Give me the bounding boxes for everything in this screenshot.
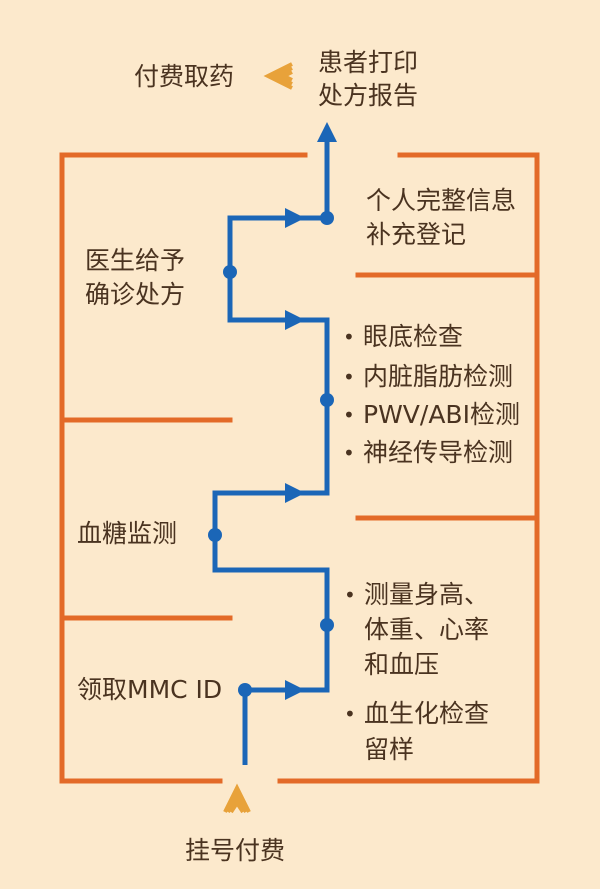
arrow-head-exam (285, 310, 305, 330)
blood-item: 血生化检查 (344, 696, 489, 732)
node-info (320, 211, 334, 225)
print-report-label-line2: 处方报告 (318, 81, 419, 110)
patient-flow-path (212, 138, 330, 765)
measure-item-continued: 体重、心率 (364, 615, 490, 644)
exam-item: 内脏脂肪检测 (343, 359, 513, 395)
blood-sugar-label: 血糖监测 (77, 519, 178, 548)
wall-outer-right (277, 152, 540, 784)
node-doctor (223, 265, 237, 279)
pay-collect-medicine-label: 付费取药 (134, 62, 235, 91)
arrow-head-collect-id (285, 680, 305, 700)
flow-line (212, 138, 330, 765)
print-report-label-line1: 患者打印 (318, 48, 419, 77)
room-walls (59, 152, 540, 784)
arrow-head-blood-sugar (285, 483, 305, 503)
node-blood-sugar (208, 528, 222, 542)
pay-fee-register-label: 挂号付费 (185, 836, 286, 865)
node-collect-id (238, 683, 252, 697)
exam-item: 眼底检查 (343, 319, 463, 355)
measure-item-continued: 和血压 (364, 650, 440, 679)
up-chevron-triple-icon (223, 783, 251, 814)
node-exam (320, 393, 334, 407)
left-chevron-triple-icon (263, 62, 293, 90)
flow-nodes (208, 211, 334, 697)
flow-arrows (285, 122, 337, 700)
exam-item: PWV/ABI检测 (343, 397, 520, 433)
doctor-prescription-label-line2: 确诊处方 (85, 280, 186, 309)
collect-id-label: 领取MMC ID (77, 675, 223, 704)
wall-outer-left (59, 152, 308, 784)
info-register-label-line2: 补充登记 (366, 220, 467, 249)
node-measure (320, 618, 334, 632)
arrow-head-info (285, 208, 305, 228)
blood-item-continued: 留样 (364, 735, 415, 764)
doctor-prescription-label-line1: 医生给予 (85, 246, 186, 275)
arrow-head-exit (317, 122, 337, 142)
info-register-label-line1: 个人完整信息 (366, 186, 517, 215)
exam-item: 神经传导检测 (343, 435, 513, 471)
measure-item: 测量身高、 (344, 577, 489, 613)
